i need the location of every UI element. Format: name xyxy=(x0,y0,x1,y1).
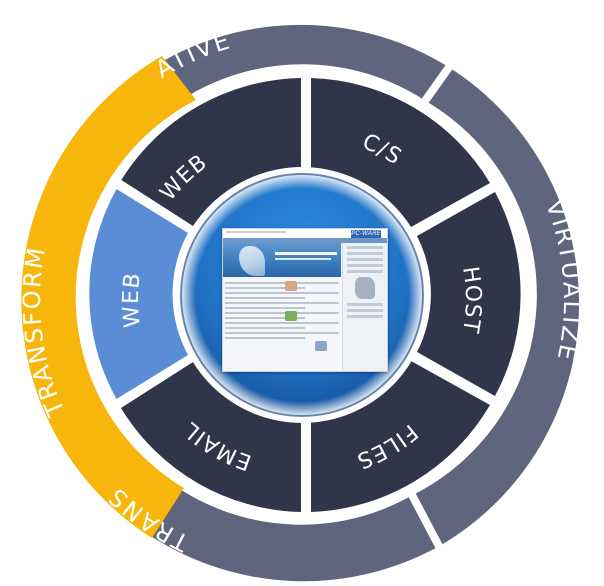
outer-segment-right xyxy=(411,67,580,547)
thumbnail-person xyxy=(285,281,297,291)
screenshot-header: PC-WARE xyxy=(223,229,387,238)
inner-label-web-left: WEB xyxy=(119,271,146,329)
thumbnail-leaf xyxy=(285,311,297,321)
inner-segment-host xyxy=(417,192,521,396)
screenshot-logo: PC-WARE xyxy=(351,230,381,238)
screenshot-breadcrumb xyxy=(226,231,286,233)
outer-segment-bottom xyxy=(147,488,440,582)
inner-segment-cs xyxy=(311,78,490,227)
transform-arc xyxy=(21,56,197,538)
hero-headline-bar xyxy=(275,252,337,255)
inner-segment-web-left xyxy=(89,189,188,399)
screenshot-nav-bar xyxy=(223,238,387,243)
surfer-image xyxy=(239,246,265,276)
inner-segment-email xyxy=(121,362,301,512)
outer-separators xyxy=(408,60,456,552)
screenshot-hero-banner xyxy=(223,243,341,277)
screenshot-sidebar xyxy=(342,243,387,371)
website-screenshot: PC-WARE xyxy=(222,228,388,372)
inner-segment-files xyxy=(311,361,490,512)
map-icon xyxy=(355,277,375,299)
inner-label-host: HOST xyxy=(457,265,485,336)
thumbnail-object xyxy=(315,341,327,351)
inner-ring xyxy=(89,78,521,512)
hero-subline-bar xyxy=(275,258,331,260)
screenshot-content xyxy=(225,279,339,369)
outer-segment-top xyxy=(165,24,450,101)
inner-segment-web-top xyxy=(121,78,301,226)
